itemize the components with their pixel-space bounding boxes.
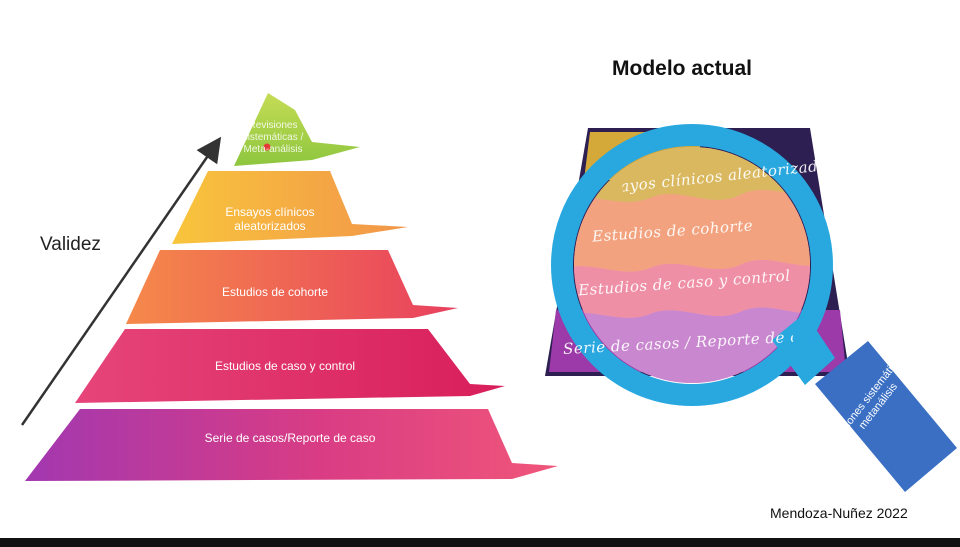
- pyramid-level-case-control: [75, 329, 505, 403]
- magnifier-handle: [815, 341, 957, 492]
- pyramid: [25, 93, 558, 481]
- citation-credit: Mendoza-Nuñez 2022: [770, 505, 908, 521]
- pyramid-label-case-control: Estudios de caso y control: [214, 359, 356, 373]
- bottom-bar: [0, 538, 960, 547]
- pyramid-level-cohort: [126, 250, 458, 324]
- validity-axis-label: Validez: [40, 234, 101, 255]
- current-model-title: Modelo actual: [612, 57, 753, 80]
- pyramid-label-case-series: Serie de casos/Reporte de caso: [204, 431, 376, 445]
- current-model-figure: [545, 124, 957, 492]
- pyramid-label-cohort: Estudios de cohorte: [221, 285, 329, 299]
- magnifier-ring: [551, 124, 833, 406]
- validity-arrow: [20, 136, 222, 426]
- pyramid-label-rct: Ensayos clínicos aleatorizados: [225, 205, 315, 233]
- lens-band-cohort: [574, 190, 810, 272]
- laser-pointer-dot: [263, 143, 271, 151]
- pyramid-label-top: Revisiones sistemáticas / Meta-análisis: [242, 120, 304, 155]
- lens-band-case-control: [574, 260, 810, 318]
- pyramid-level-rct: [172, 171, 408, 244]
- pyramid-level-case-series: [25, 409, 558, 481]
